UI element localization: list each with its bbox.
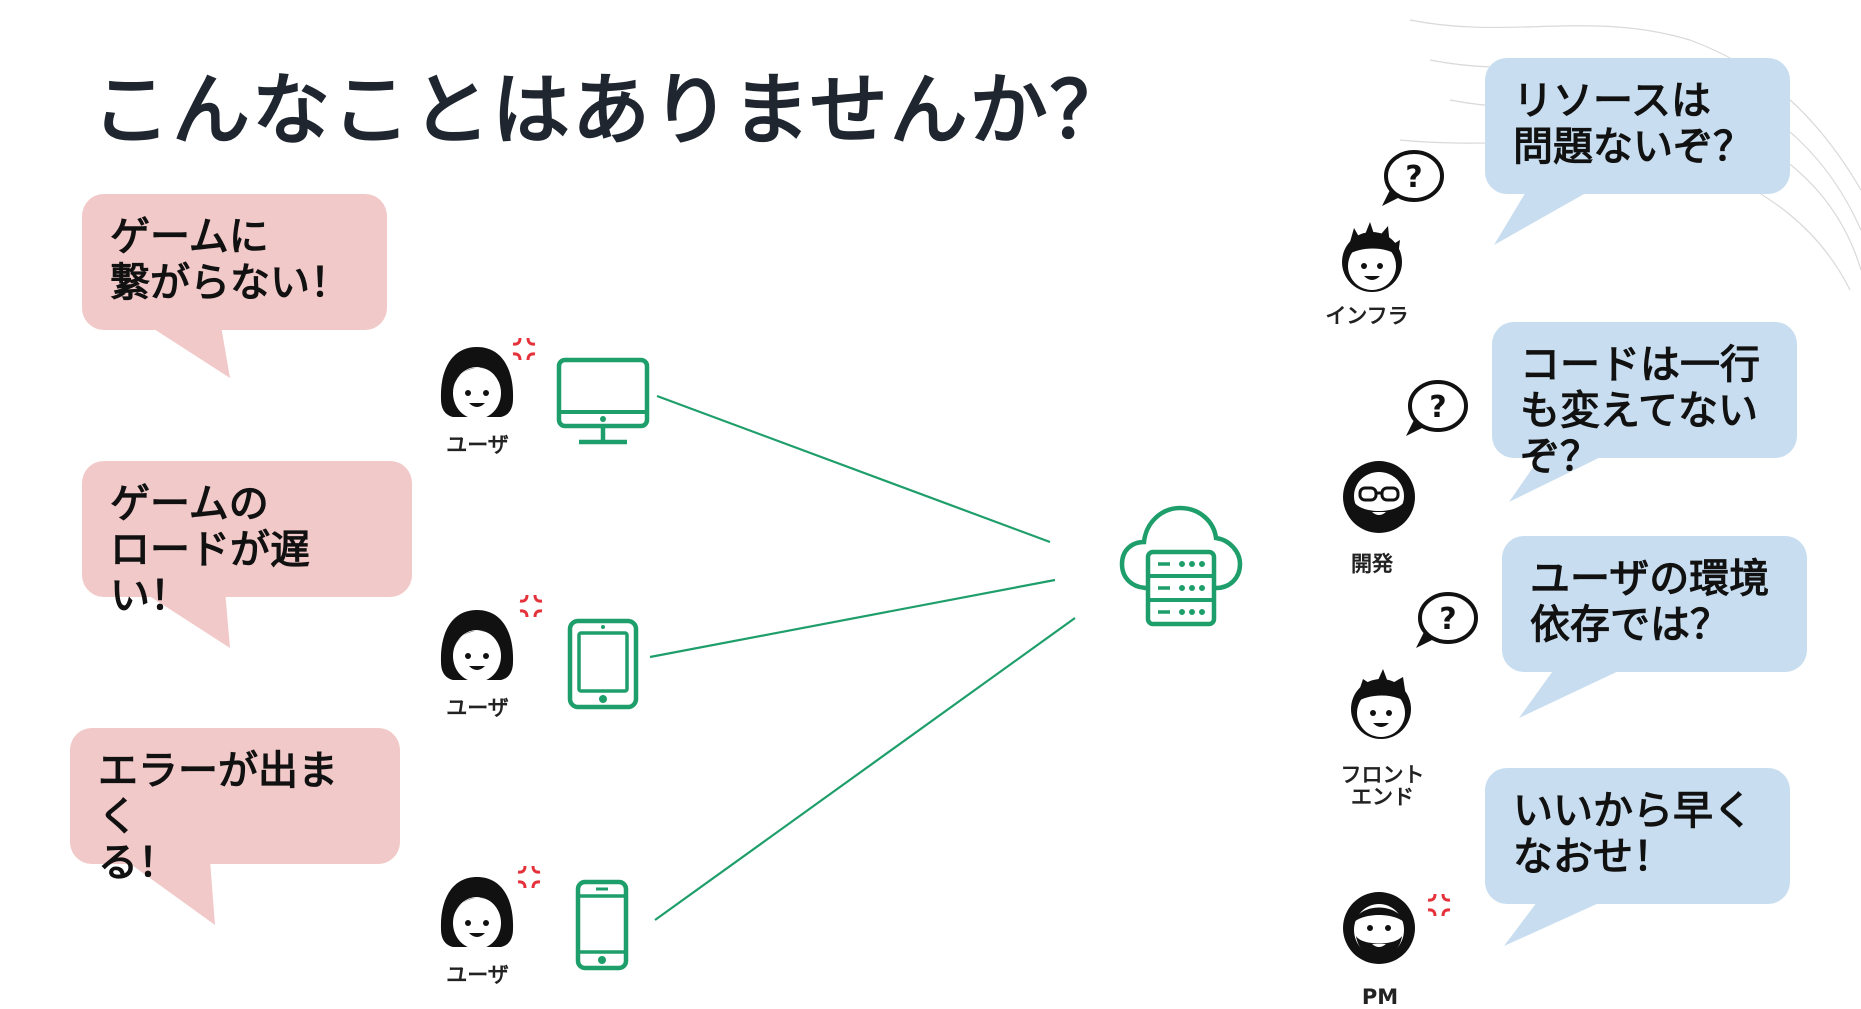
anger-mark-icon [517, 865, 541, 889]
team-label-frontend: フロント エンド [1340, 763, 1425, 809]
team-label-infra: インフラ [1325, 304, 1409, 328]
team-speech-bubble-frontend: ユーザの環境 依存では？ [1502, 536, 1807, 672]
team-label-pm: PM [1361, 985, 1399, 1009]
user-complaint-bubble-3: エラーが出まく る！ [70, 728, 400, 886]
connection-line-tablet [649, 578, 1056, 659]
connection-line-desktop [656, 394, 1051, 544]
question-bubble-icon: ? [1382, 150, 1444, 206]
connection-line-phone [654, 617, 1076, 921]
svg-text:?: ? [1439, 602, 1456, 637]
team-speech-bubble-infra: リソースは 問題ないぞ？ [1485, 58, 1790, 194]
question-bubble-icon: ? [1406, 380, 1468, 436]
bubble-tail [1509, 450, 1615, 502]
bubble-tail [1504, 898, 1610, 946]
bubble-tail [1494, 185, 1600, 245]
anger-mark-icon [519, 594, 543, 618]
bubble-tail [125, 860, 215, 925]
anger-mark-icon [1427, 893, 1451, 917]
user-complaint-bubble-2: ゲームの ロードが遅い！ [82, 461, 412, 619]
bubble-tail [140, 590, 230, 648]
svg-text:?: ? [1429, 390, 1446, 425]
anger-mark-icon [512, 337, 536, 361]
female-user-icon [440, 347, 514, 419]
user-label-3: ユーザ [446, 963, 509, 987]
female-user-icon [440, 610, 514, 682]
user-label-2: ユーザ [446, 696, 509, 720]
male-infra-icon [1342, 222, 1402, 292]
user-label-1: ユーザ [446, 433, 509, 457]
bubble-tail [1519, 668, 1625, 718]
smartphone-icon [575, 879, 629, 971]
pm-beard-icon [1343, 892, 1415, 964]
team-label-dev: 開発 [1351, 552, 1393, 576]
cloud-server-icon [1119, 505, 1243, 627]
user-complaint-bubble-1: ゲームに 繋がらない！ [82, 194, 387, 330]
female-user-icon [440, 877, 514, 949]
team-speech-bubble-dev: コードは一行 も変えてない ぞ？ [1492, 322, 1797, 480]
page-title: こんなことはありませんか？ [92, 66, 1130, 156]
developer-glasses-icon [1343, 461, 1415, 533]
desktop-monitor-icon [556, 357, 650, 445]
team-speech-bubble-pm: いいから早く なおせ！ [1485, 768, 1790, 904]
bubble-tail [140, 320, 230, 378]
svg-text:?: ? [1405, 160, 1422, 195]
male-frontend-icon [1351, 669, 1411, 739]
tablet-icon [567, 618, 639, 710]
question-bubble-icon: ? [1416, 592, 1478, 648]
